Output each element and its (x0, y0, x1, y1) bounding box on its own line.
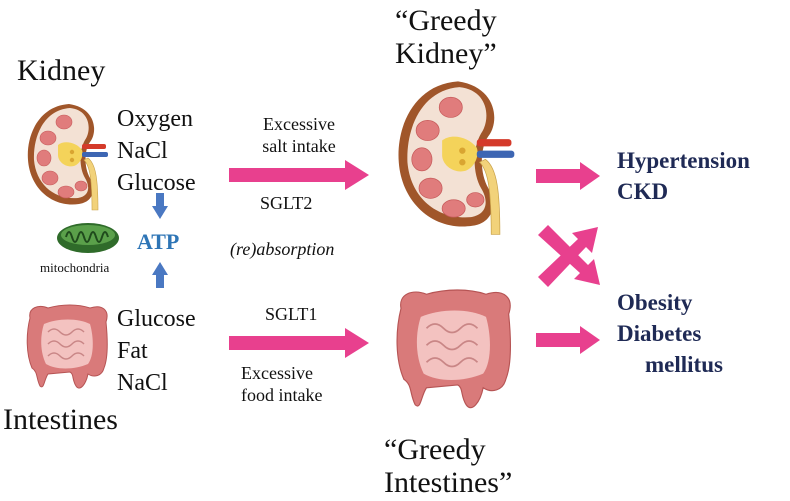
intestines-title: Intestines (3, 403, 118, 436)
kidney-substrate: NaCl (117, 138, 168, 164)
outcome-hypertension: Hypertension (617, 148, 750, 173)
outcome-obesity: Obesity (617, 290, 693, 315)
kidney-arrow-top-label: Excessive salt intake (262, 114, 336, 156)
outcome-ckd: CKD (617, 179, 669, 204)
kidney-substrate: Glucose (117, 170, 196, 196)
greedy-intestines-title: “Greedy Intestines” (384, 433, 513, 499)
intestine-arrow-bottom-label: Excessive food intake (241, 363, 323, 405)
reabsorption-label: (re)absorption (230, 239, 335, 259)
arrow-right-obesity-icon (536, 326, 600, 354)
mitochondria-label: mitochondria (40, 260, 110, 275)
intestine-substrate: Fat (117, 338, 148, 364)
atp-label: ATP (137, 229, 180, 254)
mitochondria-icon (57, 223, 119, 253)
intestine-substrate-list: Glucose Fat NaCl (117, 303, 196, 399)
sglt1-label: SGLT1 (265, 304, 318, 324)
outcome-mellitus: mellitus (645, 352, 723, 377)
kidney-substrate: Oxygen (117, 106, 193, 132)
sglt2-label: SGLT2 (260, 193, 313, 213)
arrow-right-hypertension-icon (536, 162, 600, 190)
arrow-right-kidney-icon (229, 160, 369, 190)
intestines-small-icon (26, 304, 108, 389)
kidney-substrate-list: Oxygen NaCl Glucose (117, 103, 196, 199)
intestine-substrate: NaCl (117, 370, 168, 396)
arrow-up-icon (152, 262, 168, 288)
outcome-kidney: Hypertension CKD (617, 145, 750, 207)
outcome-metabolic: Obesity Diabetes mellitus (617, 287, 723, 380)
arrow-down-icon (152, 193, 168, 219)
kidney-title: Kidney (17, 54, 106, 87)
kidney-large-icon (398, 81, 515, 235)
intestines-large-icon (396, 289, 512, 409)
greedy-kidney-title: “Greedy Kidney” (395, 4, 497, 70)
crossing-arrows-icon (538, 225, 600, 287)
outcome-diabetes: Diabetes (617, 321, 702, 346)
kidney-small-icon (27, 104, 108, 211)
intestine-substrate: Glucose (117, 306, 196, 332)
arrow-right-intestine-icon (229, 328, 369, 358)
